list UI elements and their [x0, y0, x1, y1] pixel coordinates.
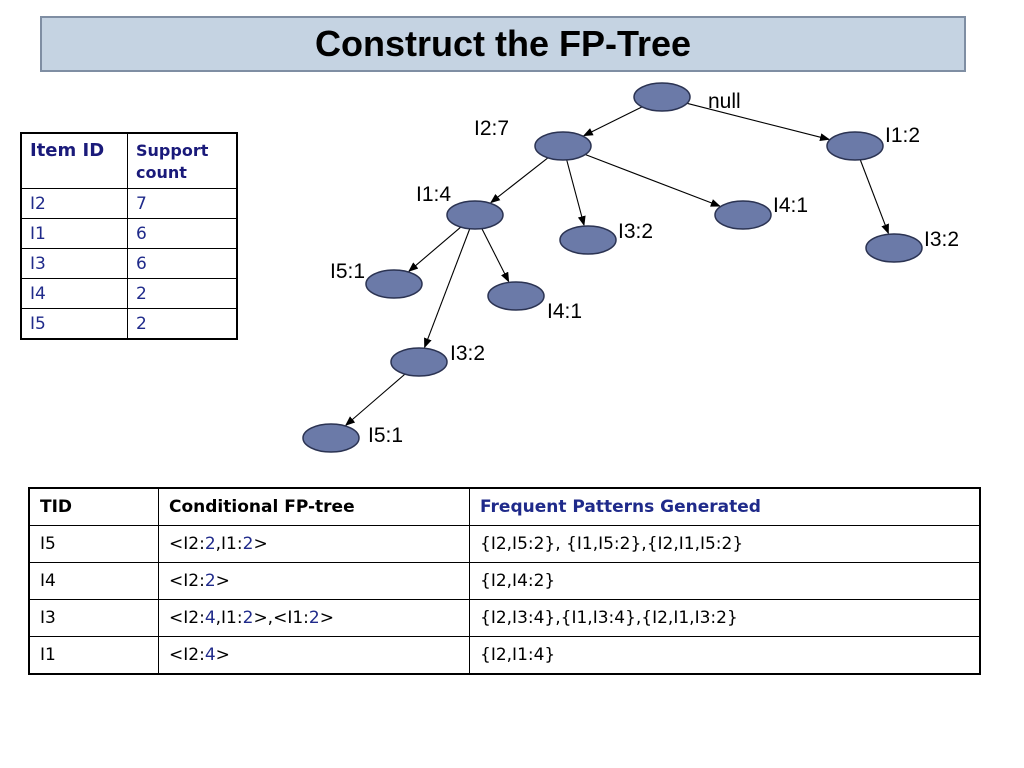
tree-node-label: I4:1	[773, 194, 808, 217]
support-count-cell: 2	[127, 278, 238, 309]
tree-node-label: I5:1	[330, 260, 365, 283]
tree-node-root	[633, 82, 691, 112]
frequent-patterns-header: Frequent Patterns Generated	[469, 487, 981, 526]
frequent-patterns-cell: {I2,I4:2}	[469, 562, 981, 600]
tree-edge-i2-i3a	[566, 159, 586, 227]
support-count-value: 4	[204, 608, 216, 628]
pattern-text: >,<I1:	[253, 608, 309, 628]
tree-node-i1a	[446, 200, 504, 230]
tree-node-i3a	[559, 225, 617, 255]
table-row: I2 7	[20, 188, 238, 219]
tree-node-i3c	[865, 233, 923, 263]
page-title: Construct the FP-Tree	[314, 23, 692, 64]
table-row: I5 2	[20, 308, 238, 340]
pattern-text: ,I1:	[215, 608, 243, 628]
tree-node-i5b	[302, 423, 360, 453]
item-id-cell: I4	[20, 278, 128, 309]
frequent-patterns-cell: {I2,I3:4},{I1,I3:4},{I2,I1,I3:2}	[469, 599, 981, 637]
support-count-value: 4	[204, 645, 216, 665]
table-row: I1 6	[20, 218, 238, 249]
pattern-text: >	[215, 645, 230, 665]
tree-node-label: I3:2	[924, 228, 959, 251]
tree-node-label: I1:4	[416, 183, 451, 206]
tree-node-i2	[534, 131, 592, 161]
support-count-table: Item ID Support count I2 7 I1 6 I3 6 I4 …	[20, 132, 238, 340]
tid-header: TID	[28, 487, 159, 526]
conditional-fp-tree-header: Conditional FP-tree	[158, 487, 470, 526]
table-row: I4 2	[20, 278, 238, 309]
tree-node-i4b	[487, 281, 545, 311]
support-count-value: 2	[204, 534, 216, 554]
tree-node-label: I4:1	[547, 300, 582, 323]
tree-edge-root-i2	[582, 106, 643, 137]
support-count-value: 2	[308, 608, 320, 628]
tree-edge-i1a-i3b	[424, 228, 471, 349]
tid-cell: I1	[28, 636, 159, 675]
table-row: I3 <I2:4,I1:2>,<I1:2> {I2,I3:4},{I1,I3:4…	[28, 599, 981, 637]
tree-node-label: I2:7	[474, 117, 509, 140]
item-id-cell: I5	[20, 308, 128, 340]
pattern-text: <I2:	[169, 571, 205, 591]
tree-edges	[345, 102, 889, 426]
pattern-text: <I2:	[169, 608, 205, 628]
tree-edge-i2-i1a	[490, 157, 549, 204]
conditional-fp-tree-cell: <I2:2,I1:2>	[158, 525, 470, 563]
tree-edge-i3b-i5b	[345, 373, 406, 426]
conditional-fp-tree-cell: <I2:4>	[158, 636, 470, 675]
tid-cell: I4	[28, 562, 159, 600]
tree-node-i5a	[365, 269, 423, 299]
frequent-patterns-cell: {I2,I5:2}, {I1,I5:2},{I2,I1,I5:2}	[469, 525, 981, 563]
tree-node-i3b	[390, 347, 448, 377]
tree-node-label: I3:2	[618, 220, 653, 243]
tree-edge-i1a-i5a	[408, 226, 462, 272]
tree-edge-i1b-i3c	[859, 159, 889, 235]
conditional-fp-tree-cell: <I2:2>	[158, 562, 470, 600]
tree-node-i4a	[714, 200, 772, 230]
tree-node-label: null	[708, 90, 741, 113]
tree-node-label: I5:1	[368, 424, 403, 447]
pattern-text: ,I1:	[215, 534, 243, 554]
conditional-fp-tree-cell: <I2:4,I1:2>,<I1:2>	[158, 599, 470, 637]
item-id-header: Item ID	[20, 132, 128, 189]
item-id-cell: I3	[20, 248, 128, 279]
title-banner: Construct the FP-Tree	[40, 16, 966, 72]
tree-edge-root-i1b	[686, 102, 831, 142]
table-row: I5 <I2:2,I1:2> {I2,I5:2}, {I1,I5:2},{I2,…	[28, 525, 981, 563]
support-table-header-row: Item ID Support count	[20, 132, 238, 189]
support-count-value: 2	[242, 534, 254, 554]
pattern-table-header-row: TID Conditional FP-tree Frequent Pattern…	[28, 487, 981, 526]
tree-nodes	[302, 82, 923, 453]
frequent-patterns-table: TID Conditional FP-tree Frequent Pattern…	[28, 487, 981, 675]
support-count-header: Support count	[127, 132, 238, 189]
pattern-text: >	[319, 608, 334, 628]
support-count-value: 2	[204, 571, 216, 591]
tree-node-label: I1:2	[885, 124, 920, 147]
table-row: I4 <I2:2> {I2,I4:2}	[28, 562, 981, 600]
support-count-cell: 2	[127, 308, 238, 340]
support-count-value: 2	[242, 608, 254, 628]
item-id-cell: I1	[20, 218, 128, 249]
pattern-text: <I2:	[169, 534, 205, 554]
tree-edge-i1a-i4b	[481, 228, 510, 283]
pattern-text: <I2:	[169, 645, 205, 665]
tid-cell: I3	[28, 599, 159, 637]
support-count-cell: 7	[127, 188, 238, 219]
tree-node-i1b	[826, 131, 884, 161]
tid-cell: I5	[28, 525, 159, 563]
pattern-text: >	[253, 534, 268, 554]
table-row: I1 <I2:4> {I2,I1:4}	[28, 636, 981, 675]
pattern-text: >	[215, 571, 230, 591]
tree-edge-i2-i4a	[585, 154, 721, 207]
frequent-patterns-cell: {I2,I1:4}	[469, 636, 981, 675]
support-count-cell: 6	[127, 218, 238, 249]
tree-node-label: I3:2	[450, 342, 485, 365]
